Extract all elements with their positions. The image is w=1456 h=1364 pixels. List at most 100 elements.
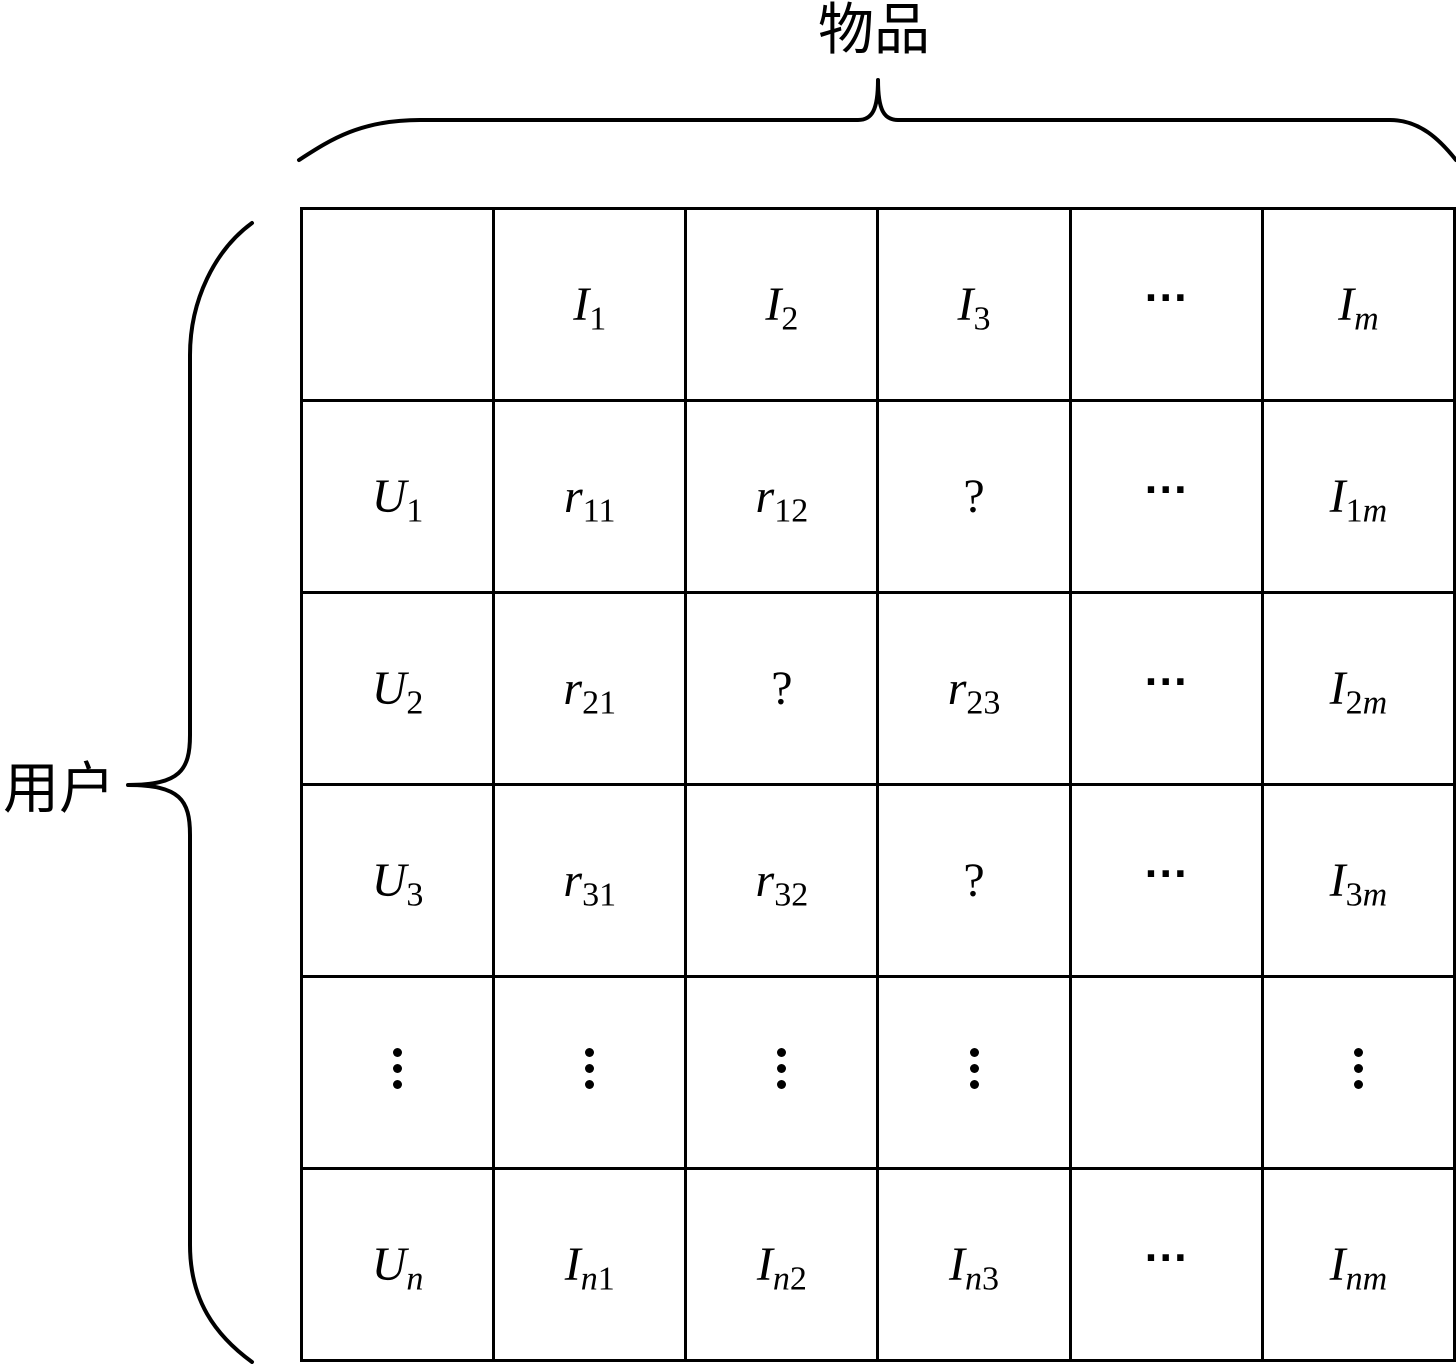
cell-subscript: 1 — [589, 300, 607, 338]
cell-subscript: m — [1354, 300, 1379, 338]
cell-symbol: U — [371, 1237, 407, 1291]
vertical-ellipsis-icon — [969, 1041, 979, 1096]
matrix-cell: I3 — [876, 207, 1072, 402]
matrix-cell: ··· — [1068, 591, 1264, 786]
matrix-cell: r23 — [876, 591, 1072, 786]
matrix-cell — [1068, 975, 1264, 1170]
cell-subscript: 2m — [1345, 684, 1388, 722]
matrix-cell: r11 — [492, 399, 688, 594]
cell-subscript: n1 — [580, 1260, 615, 1298]
horizontal-ellipsis: ··· — [1144, 661, 1189, 703]
matrix-cell — [492, 975, 688, 1170]
cell-subscript: 2 — [781, 300, 799, 338]
cell-symbol: r — [564, 469, 583, 523]
items-brace — [297, 78, 1456, 162]
matrix-row — [299, 975, 1456, 1170]
matrix-cell: ? — [684, 591, 880, 786]
matrix-cell: In1 — [492, 1167, 688, 1362]
matrix-cell: Im — [1260, 207, 1456, 402]
matrix-cell: U2 — [299, 591, 496, 786]
matrix-cell: Inm — [1260, 1167, 1456, 1362]
cell-subscript: 23 — [966, 684, 1001, 722]
cell-subscript: nm — [1345, 1260, 1388, 1298]
cell-subscript: n — [406, 1260, 424, 1298]
matrix-cell: I2 — [684, 207, 880, 402]
matrix-cell: U1 — [299, 399, 496, 594]
vertical-ellipsis-icon — [777, 1041, 787, 1096]
users-label: 用户 — [3, 757, 115, 822]
matrix-cell: I2m — [1260, 591, 1456, 786]
unknown-rating: ? — [771, 661, 793, 715]
cell-subscript: n2 — [772, 1260, 807, 1298]
cell-symbol: I — [756, 1237, 773, 1291]
matrix-cell: I1 — [492, 207, 688, 402]
cell-symbol: U — [371, 469, 407, 523]
matrix-cell: ? — [876, 399, 1072, 594]
matrix-cell: In3 — [876, 1167, 1072, 1362]
cell-subscript: 12 — [774, 492, 809, 530]
cell-symbol: I — [564, 1237, 581, 1291]
cell-symbol: I — [1329, 661, 1346, 715]
cell-subscript: 3m — [1345, 876, 1388, 914]
cell-subscript: 32 — [774, 876, 809, 914]
matrix-cell: Un — [299, 1167, 496, 1362]
cell-symbol: I — [1338, 277, 1355, 331]
cell-symbol: I — [1329, 1237, 1346, 1291]
cell-subscript: 21 — [582, 684, 617, 722]
unknown-rating: ? — [963, 469, 985, 523]
cell-symbol: I — [957, 277, 974, 331]
matrix-cell: ··· — [1068, 1167, 1264, 1362]
matrix-cell: In2 — [684, 1167, 880, 1362]
cell-subscript: 3 — [406, 876, 424, 914]
cell-subscript: 1m — [1345, 492, 1388, 530]
matrix-cell — [1260, 975, 1456, 1170]
cell-symbol: r — [755, 469, 775, 523]
unknown-rating: ? — [963, 853, 985, 907]
cell-symbol: I — [1329, 853, 1346, 907]
cell-symbol: r — [563, 661, 583, 715]
matrix-cell: r21 — [492, 591, 688, 786]
cell-symbol: r — [947, 661, 967, 715]
horizontal-ellipsis: ··· — [1144, 853, 1189, 895]
users-brace — [126, 221, 254, 1364]
cell-subscript: n3 — [965, 1260, 1000, 1298]
matrix-cell: r31 — [492, 783, 688, 978]
cell-symbol: U — [371, 853, 407, 907]
horizontal-ellipsis: ··· — [1144, 1237, 1189, 1279]
matrix-cell: ··· — [1068, 783, 1264, 978]
matrix-cell — [684, 975, 880, 1170]
matrix-cell: r12 — [684, 399, 880, 594]
matrix-cell — [299, 975, 496, 1170]
matrix-cell — [876, 975, 1072, 1170]
horizontal-ellipsis: ··· — [1144, 277, 1189, 319]
matrix-cell: I3m — [1260, 783, 1456, 978]
cell-subscript: 3 — [973, 300, 991, 338]
cell-symbol: I — [573, 277, 590, 331]
matrix-cell: r32 — [684, 783, 880, 978]
items-label: 物品 — [818, 0, 930, 63]
matrix-cell: ··· — [1068, 399, 1264, 594]
vertical-ellipsis-icon — [1353, 1041, 1363, 1096]
cell-symbol: r — [563, 853, 583, 907]
cell-symbol: I — [949, 1237, 966, 1291]
cell-symbol: I — [765, 277, 782, 331]
cell-subscript: 2 — [406, 684, 424, 722]
horizontal-ellipsis: ··· — [1144, 469, 1189, 511]
cell-symbol: I — [1329, 469, 1346, 523]
matrix-cell: ··· — [1068, 207, 1264, 402]
vertical-ellipsis-icon — [393, 1041, 403, 1096]
matrix-cell: I1m — [1260, 399, 1456, 594]
cell-subscript: 31 — [582, 876, 617, 914]
matrix-cell: U3 — [299, 783, 496, 978]
vertical-ellipsis-icon — [585, 1041, 595, 1096]
cell-subscript: 11 — [582, 492, 616, 530]
matrix-cell: ? — [876, 783, 1072, 978]
cell-symbol: U — [371, 661, 407, 715]
